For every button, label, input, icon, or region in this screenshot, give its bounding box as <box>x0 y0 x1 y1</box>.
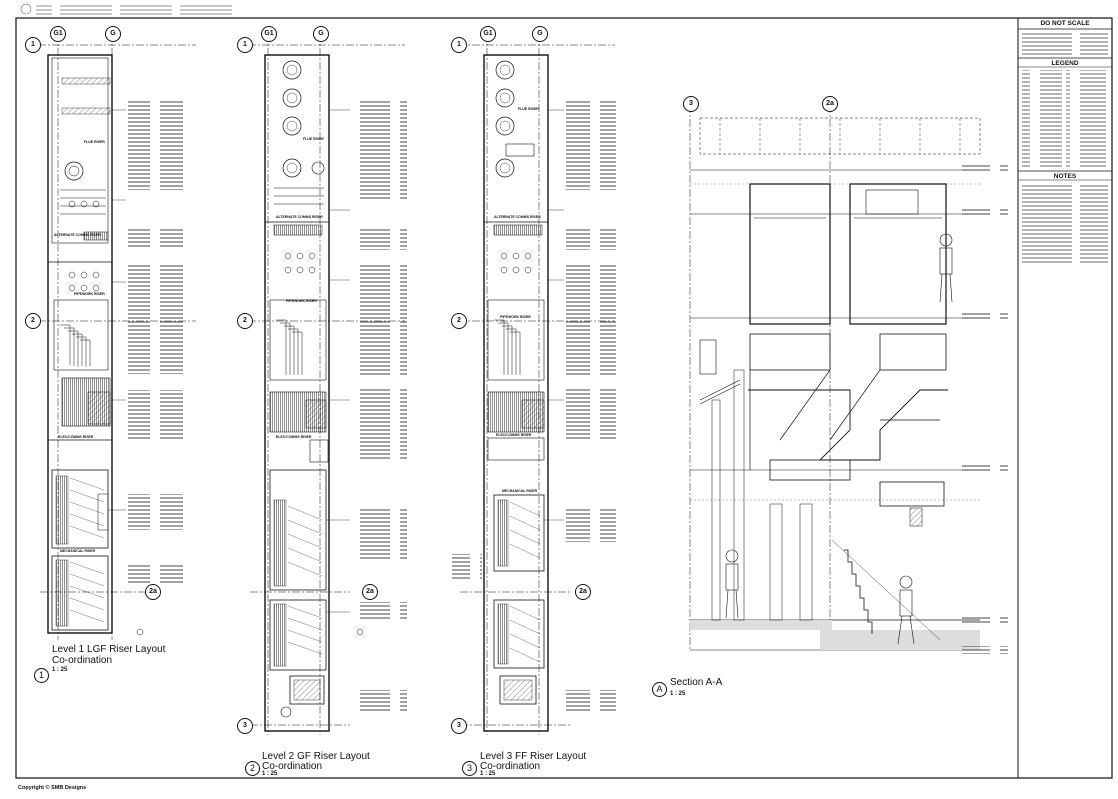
grid-bubble-g: G <box>313 26 329 42</box>
grid-bubble-2a: 2a <box>575 584 591 600</box>
view-number-badge: 3 <box>462 761 477 776</box>
grid-bubble-1: 1 <box>25 37 41 53</box>
grid-bubble-3: 3 <box>237 718 253 734</box>
grid-bubble-g1: G1 <box>480 26 496 42</box>
grid-bubble-g: G <box>532 26 548 42</box>
view-number-badge: 2 <box>245 761 260 776</box>
riser-label-alt-comms: ALTERNATE COMMS RISER <box>54 233 101 237</box>
grid-bubble-2: 2 <box>451 313 467 329</box>
figure-icon <box>939 233 953 303</box>
grid-bubble-3: 3 <box>683 96 699 112</box>
view-scale: 1 : 25 <box>670 691 686 697</box>
riser-label-mechanical: MECHANICAL RISER <box>60 549 96 553</box>
notes-heading: NOTES <box>1053 173 1077 180</box>
grid-bubble-2a: 2a <box>145 584 161 600</box>
grid-bubble-2: 2 <box>25 313 41 329</box>
view-scale: 1 : 25 <box>262 771 278 777</box>
grid-bubble-g1: G1 <box>50 26 66 42</box>
riser-label-pipework: PIPEWORK RISER <box>74 292 105 296</box>
grid-bubble-2a: 2a <box>362 584 378 600</box>
grid-bubble-g: G <box>105 26 121 42</box>
view-title-line2: Co-ordination <box>262 761 323 772</box>
riser-label-mechanical: MECHANICAL RISER <box>502 489 538 493</box>
riser-label-alt-comms: ALTERNATE COMMS RISER <box>276 215 323 219</box>
plan-level-3-ff <box>452 34 616 735</box>
riser-label-flue: FLUE RISER <box>303 137 324 141</box>
grid-bubble-g1: G1 <box>261 26 277 42</box>
do-not-scale-heading: DO NOT SCALE <box>1040 20 1090 27</box>
figure-icon <box>897 575 915 645</box>
riser-label-alt-comms: ALTERNATE COMMS RISER <box>494 215 541 219</box>
view-scale: 1 : 25 <box>480 771 496 777</box>
riser-label-pipework: PIPEWORK RISER <box>500 315 531 319</box>
grid-bubble-1: 1 <box>451 37 467 53</box>
view-title-line1: Section A-A <box>670 677 723 688</box>
riser-label-elec-comms: ELEC/COMMS RISER <box>58 435 94 439</box>
legend-heading: LEGEND <box>1051 60 1079 67</box>
header-notes <box>36 4 236 16</box>
view-title-line1: Level 3 FF Riser Layout <box>480 751 587 762</box>
view-title-line1: Level 1 LGF Riser Layout <box>52 644 166 655</box>
sheet-border <box>15 17 1113 779</box>
riser-label-pipework: PIPEWORK RISER <box>286 299 317 303</box>
plan-level-2-gf <box>248 34 407 735</box>
section-a-a <box>689 105 1008 654</box>
view-number-badge: 1 <box>34 668 49 683</box>
grid-bubble-1: 1 <box>237 37 253 53</box>
grid-bubble-3: 3 <box>451 718 467 734</box>
grid-bubble-2: 2 <box>237 313 253 329</box>
riser-label-flue: FLUE RISER <box>518 107 539 111</box>
view-title-line2: Co-ordination <box>480 761 541 772</box>
view-scale: 1 : 25 <box>52 667 68 673</box>
riser-label-elec-comms: ELEC/COMMS RISER <box>496 433 532 437</box>
view-number-badge: A <box>652 682 667 697</box>
view-title-line1: Level 2 GF Riser Layout <box>262 751 370 762</box>
copyright-notice: Copyright © SMB Designs <box>18 785 87 791</box>
smb-logo-icon <box>20 3 32 15</box>
view-title-line2: Co-ordination <box>52 655 113 666</box>
title-block <box>1017 18 1112 778</box>
grid-bubble-2a: 2a <box>822 96 838 112</box>
riser-label-flue: FLUE RISER <box>84 140 105 144</box>
plan-level-1-lgf <box>38 34 196 640</box>
figure-icon <box>725 549 739 619</box>
riser-label-elec-comms: ELEC/COMMS RISER <box>276 435 312 439</box>
